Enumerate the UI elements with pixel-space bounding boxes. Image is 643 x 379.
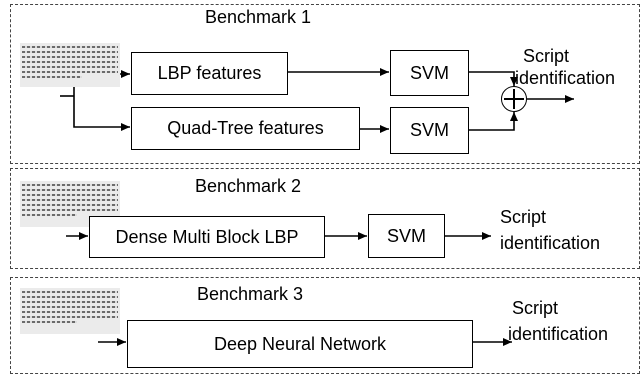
b1-arrow-to-quadtree bbox=[73, 96, 130, 131]
benchmark-2-title: Benchmark 2 bbox=[195, 176, 302, 196]
b3-output-line1: Script bbox=[512, 298, 559, 318]
script-text-image-icon bbox=[20, 288, 120, 334]
deep-neural-network-box: Deep Neural Network bbox=[127, 320, 473, 368]
svm-top-box: SVM bbox=[390, 50, 469, 96]
b1-output-line1: Script bbox=[523, 46, 570, 66]
b2-output-line2: identification bbox=[500, 233, 601, 253]
circled-plus-icon bbox=[501, 86, 527, 112]
script-text-image-icon bbox=[20, 43, 120, 87]
benchmark-2-panel bbox=[10, 168, 640, 269]
svm-bottom-box: SVM bbox=[390, 107, 469, 154]
benchmark-3-title: Benchmark 3 bbox=[197, 284, 304, 304]
b1-arrow-svm-bottom-sum bbox=[469, 112, 518, 131]
quad-tree-features-box: Quad-Tree features bbox=[131, 107, 360, 150]
b2-output-line1: Script bbox=[500, 207, 547, 227]
benchmark-3-output-label: Script identification bbox=[508, 297, 608, 345]
benchmark-1-output-label: Script identification bbox=[515, 45, 615, 89]
script-text-image-icon bbox=[20, 181, 120, 227]
b1-output-line2: identification bbox=[515, 68, 616, 88]
svm-box: SVM bbox=[368, 214, 445, 258]
benchmark-1-panel bbox=[10, 4, 640, 164]
dense-multi-block-lbp-box: Dense Multi Block LBP bbox=[89, 216, 325, 258]
benchmark-1-title: Benchmark 1 bbox=[205, 7, 312, 27]
b1-arrow-svm-top-sum bbox=[469, 71, 518, 86]
lbp-features-box: LBP features bbox=[131, 52, 288, 95]
benchmark-2-output-label: Script identification bbox=[500, 206, 600, 254]
benchmark-3-panel bbox=[10, 277, 640, 374]
b3-output-line2: identification bbox=[508, 324, 609, 344]
